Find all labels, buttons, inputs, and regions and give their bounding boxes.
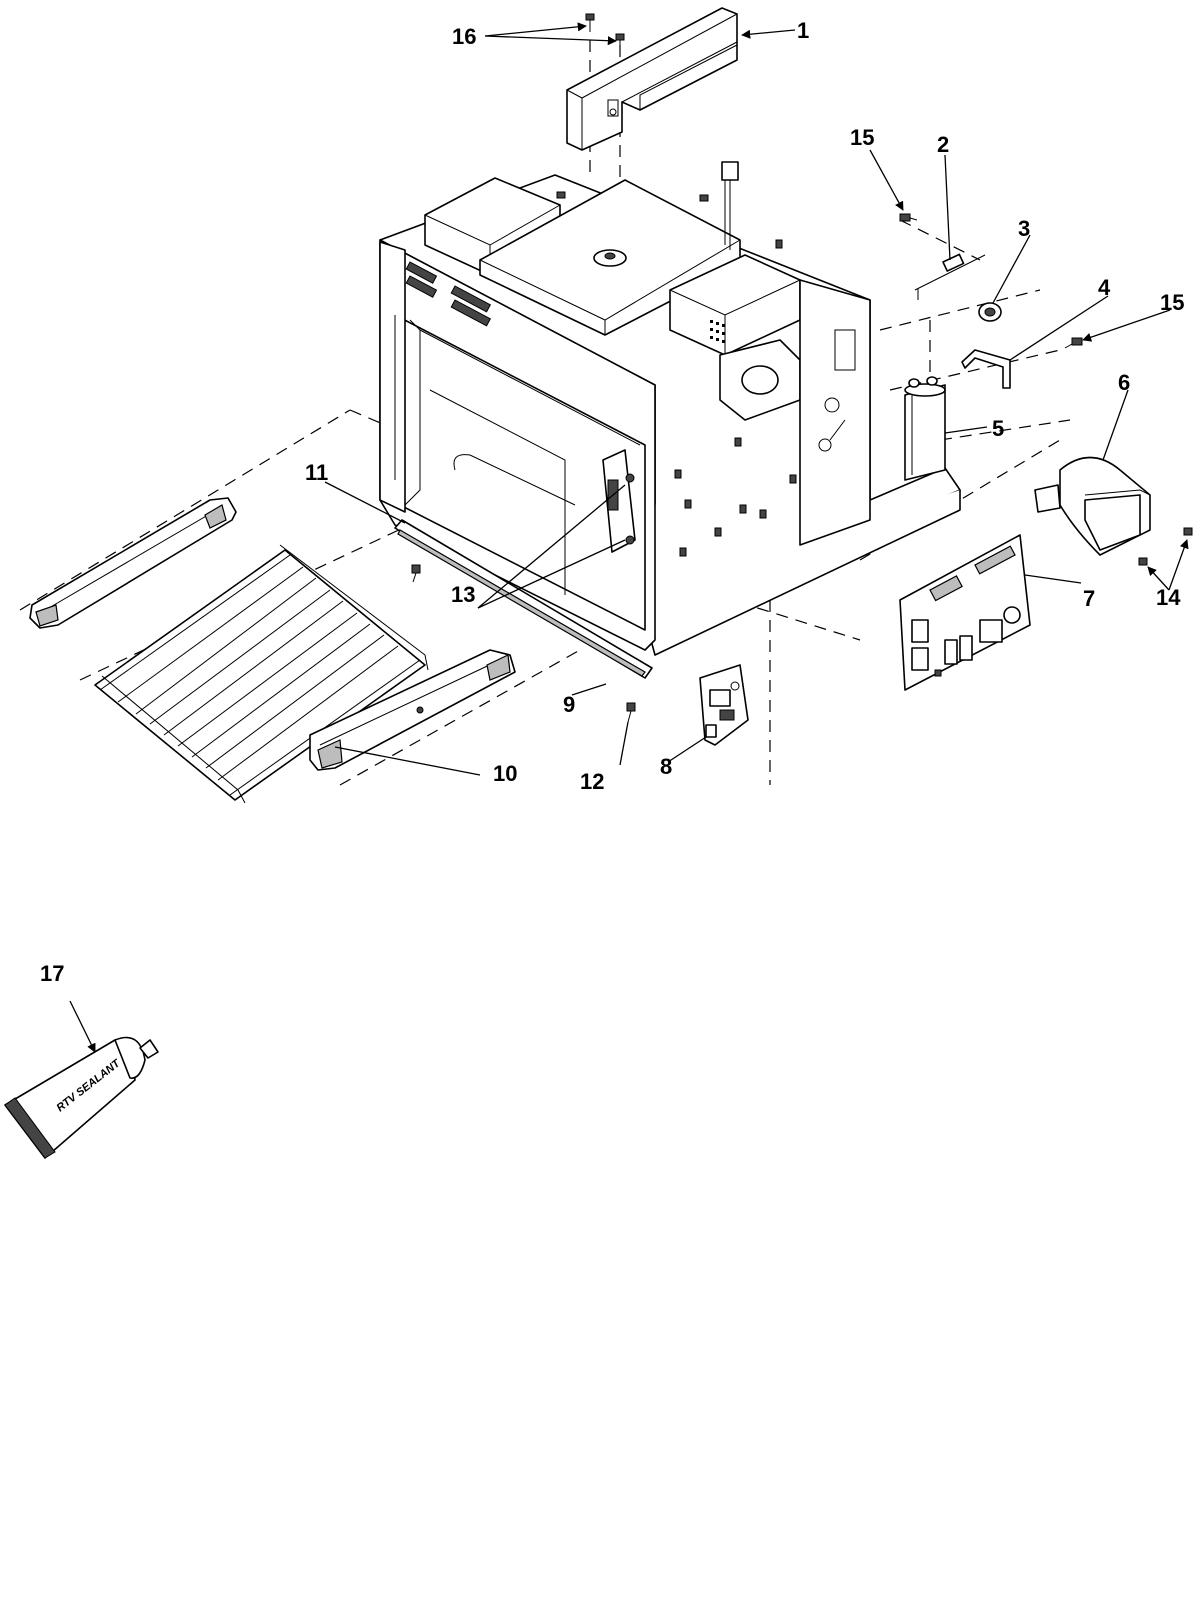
- callout-5: 5: [992, 416, 1004, 441]
- part-10-rack-support: [309, 649, 516, 771]
- oven-chassis: [379, 161, 961, 656]
- callout-1: 1: [797, 18, 809, 43]
- part-17-rtv-sealant-tube: RTV SEALANT: [4, 1036, 159, 1159]
- part-12-screw: [626, 702, 636, 723]
- callout-15-upper: 15: [850, 125, 874, 150]
- callout-4: 4: [1098, 275, 1111, 300]
- part-5-capacitor: [904, 376, 946, 481]
- part-4-bracket: [961, 349, 1011, 389]
- callout-15-right: 15: [1160, 290, 1184, 315]
- callout-13: 13: [451, 582, 475, 607]
- part-15-screws: [899, 213, 1083, 349]
- callout-12: 12: [580, 769, 604, 794]
- callout-16: 16: [452, 24, 476, 49]
- callout-14: 14: [1156, 585, 1181, 610]
- part-16-screws: [585, 13, 625, 52]
- callout-2: 2: [937, 132, 949, 157]
- callout-8: 8: [660, 754, 672, 779]
- rack-guide-left: [29, 497, 237, 629]
- part-11-bottom-trim: [394, 519, 653, 679]
- part-6-fan-cover: [1034, 456, 1151, 556]
- part-7-control-board: [899, 534, 1031, 691]
- callout-labels: 16 1 15 2 3 4 15 6 5 11 7 14 13 9 10 12 …: [40, 18, 1184, 986]
- part-12-screw-2: [411, 564, 421, 583]
- part-1-duct-cover: [566, 7, 738, 151]
- callout-leaders: [69, 22, 1189, 1053]
- part-3-grommet: [978, 302, 1002, 322]
- callout-6: 6: [1118, 370, 1130, 395]
- callout-3: 3: [1018, 216, 1030, 241]
- callout-17: 17: [40, 961, 64, 986]
- part-14-screws: [1138, 527, 1193, 566]
- part-2-diode: [914, 253, 986, 300]
- callout-7: 7: [1083, 586, 1095, 611]
- oven-rack: [94, 544, 429, 804]
- part-8-door-switch: [699, 664, 749, 746]
- callout-11: 11: [305, 460, 328, 485]
- callout-9: 9: [563, 692, 575, 717]
- callout-10: 10: [493, 761, 517, 786]
